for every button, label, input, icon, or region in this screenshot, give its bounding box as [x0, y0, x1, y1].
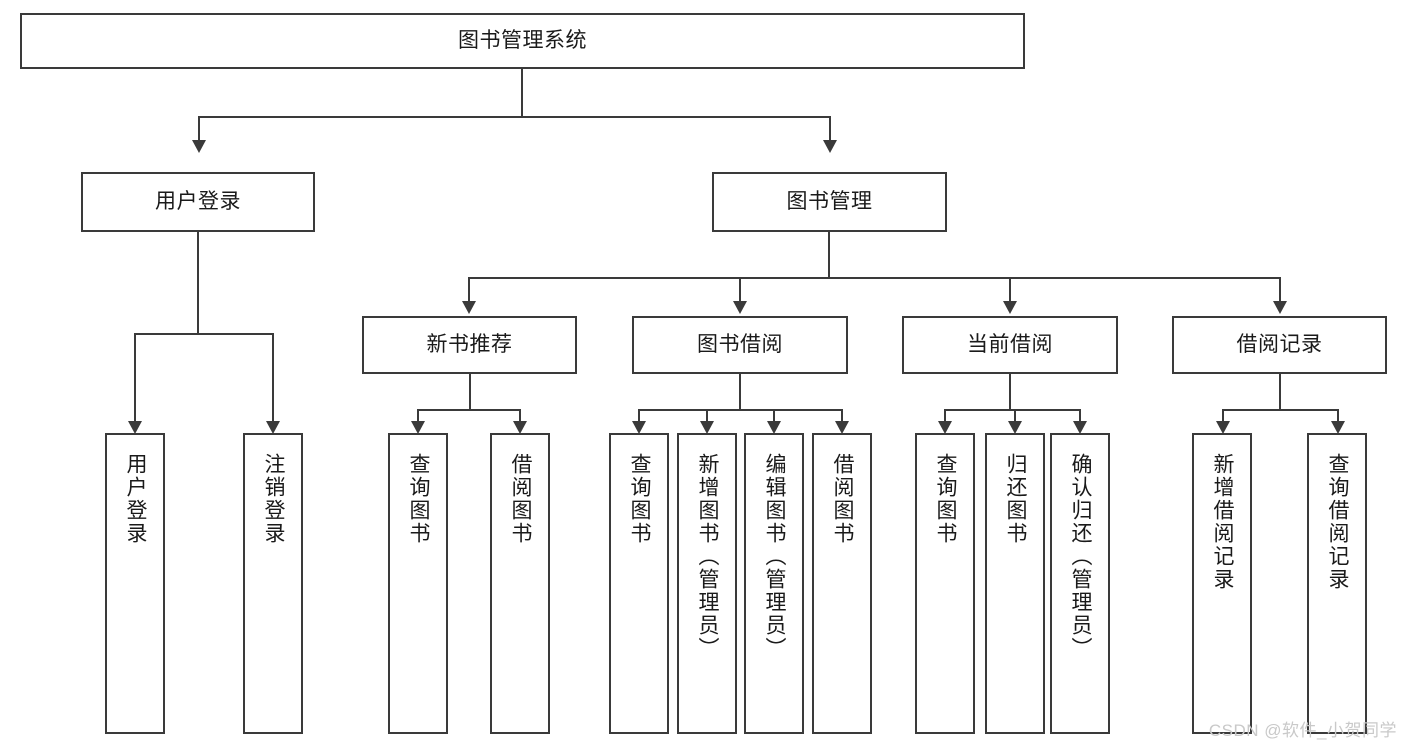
csdn-watermark: CSDN @软件_小贺同学 — [1208, 721, 1397, 740]
arrowhead-borrow-leaf-1 — [632, 421, 646, 434]
leaf-record-add-borrow-record[interactable]: 新增借阅记录 — [1192, 433, 1252, 734]
node-label: 当前借阅 — [967, 332, 1053, 356]
arrowhead-recommend-leaf-2 — [513, 421, 527, 434]
arrowhead-l3-3 — [1003, 301, 1017, 314]
node-label: 借阅图书 — [831, 453, 855, 545]
connector-book-manage-stem — [828, 232, 830, 278]
node-label: 确认归还（管理员） — [1069, 453, 1093, 660]
leaf-recommend-query-book[interactable]: 查询图书 — [388, 433, 448, 734]
node-book-management[interactable]: 图书管理 — [712, 172, 947, 232]
node-book-borrow[interactable]: 图书借阅 — [632, 316, 848, 374]
connector-current-drop-3 — [1079, 409, 1081, 423]
connector-current-drop-2 — [1014, 409, 1016, 423]
connector-l3-drop-4 — [1279, 277, 1281, 303]
connector-borrow-bus — [638, 409, 842, 411]
node-label: 借阅图书 — [509, 453, 533, 545]
connector-current-stem — [1009, 374, 1011, 410]
leaf-borrow-query-book[interactable]: 查询图书 — [609, 433, 669, 734]
arrowhead-to-book-manage — [823, 140, 837, 153]
connector-user-login-drop-2 — [272, 333, 274, 423]
arrowhead-recommend-leaf-1 — [411, 421, 425, 434]
connector-recommend-bus — [417, 409, 521, 411]
connector-current-drop-1 — [944, 409, 946, 423]
connector-recommend-stem — [469, 374, 471, 410]
connector-record-drop-1 — [1222, 409, 1224, 423]
arrowhead-borrow-leaf-4 — [835, 421, 849, 434]
node-label: 图书管理 — [786, 189, 873, 213]
node-label: 新增图书（管理员） — [696, 453, 720, 660]
node-label: 查询借阅记录 — [1326, 453, 1350, 591]
connector-l3-drop-1 — [468, 277, 470, 303]
connector-borrow-drop-2 — [706, 409, 708, 423]
connector-user-login-stem — [197, 232, 199, 334]
arrowhead-user-login-leaf-2 — [266, 421, 280, 434]
leaf-user-login[interactable]: 用户登录 — [105, 433, 165, 734]
connector-root-drop-right — [829, 116, 831, 142]
arrowhead-record-leaf-1 — [1216, 421, 1230, 434]
node-current-borrow[interactable]: 当前借阅 — [902, 316, 1118, 374]
node-label: 图书借阅 — [697, 332, 783, 356]
connector-record-bus — [1222, 409, 1339, 411]
arrowhead-current-leaf-3 — [1073, 421, 1087, 434]
arrowhead-borrow-leaf-2 — [700, 421, 714, 434]
connector-borrow-stem — [739, 374, 741, 410]
connector-root-drop-left — [198, 116, 200, 142]
arrowhead-current-leaf-1 — [938, 421, 952, 434]
leaf-current-confirm-return-admin[interactable]: 确认归还（管理员） — [1050, 433, 1110, 734]
connector-borrow-drop-3 — [773, 409, 775, 423]
connector-root-bus — [198, 116, 831, 118]
connector-recommend-drop-2 — [519, 409, 521, 423]
connector-user-login-drop-1 — [134, 333, 136, 423]
node-label: 查询图书 — [934, 453, 958, 545]
node-label: 借阅记录 — [1236, 332, 1323, 356]
leaf-borrow-edit-book-admin[interactable]: 编辑图书（管理员） — [744, 433, 804, 734]
leaf-logout[interactable]: 注销登录 — [243, 433, 303, 734]
node-label: 查询图书 — [407, 453, 431, 545]
arrowhead-borrow-leaf-3 — [767, 421, 781, 434]
connector-l3-drop-2 — [739, 277, 741, 303]
connector-record-stem — [1279, 374, 1281, 410]
arrowhead-user-login-leaf-1 — [128, 421, 142, 434]
node-new-book-recommend[interactable]: 新书推荐 — [362, 316, 577, 374]
connector-l3-drop-3 — [1009, 277, 1011, 303]
leaf-record-query-borrow-record[interactable]: 查询借阅记录 — [1307, 433, 1367, 734]
connector-borrow-drop-4 — [841, 409, 843, 423]
node-label: 用户登录 — [124, 453, 148, 545]
node-label: 注销登录 — [262, 453, 286, 545]
connector-current-bus — [944, 409, 1080, 411]
arrowhead-l3-1 — [462, 301, 476, 314]
node-borrow-record[interactable]: 借阅记录 — [1172, 316, 1387, 374]
arrowhead-l3-2 — [733, 301, 747, 314]
node-label: 新增借阅记录 — [1211, 453, 1235, 591]
connector-recommend-drop-1 — [417, 409, 419, 423]
connector-root-stem — [521, 69, 523, 117]
leaf-recommend-borrow-book[interactable]: 借阅图书 — [490, 433, 550, 734]
node-label: 新书推荐 — [426, 332, 513, 356]
arrowhead-record-leaf-2 — [1331, 421, 1345, 434]
connector-record-drop-2 — [1337, 409, 1339, 423]
node-label: 编辑图书（管理员） — [763, 453, 787, 660]
leaf-borrow-add-book-admin[interactable]: 新增图书（管理员） — [677, 433, 737, 734]
node-root-library-system[interactable]: 图书管理系统 — [20, 13, 1025, 69]
leaf-current-return-book[interactable]: 归还图书 — [985, 433, 1045, 734]
connector-borrow-drop-1 — [638, 409, 640, 423]
arrowhead-current-leaf-2 — [1008, 421, 1022, 434]
node-label: 归还图书 — [1004, 453, 1028, 545]
connector-user-login-bus — [134, 333, 273, 335]
node-label: 查询图书 — [628, 453, 652, 545]
node-label: 用户登录 — [155, 189, 241, 213]
arrowhead-to-user-login — [192, 140, 206, 153]
connector-book-manage-bus — [468, 277, 1280, 279]
node-label: 图书管理系统 — [458, 28, 587, 52]
node-user-login[interactable]: 用户登录 — [81, 172, 315, 232]
arrowhead-l3-4 — [1273, 301, 1287, 314]
leaf-current-query-book[interactable]: 查询图书 — [915, 433, 975, 734]
leaf-borrow-borrow-book[interactable]: 借阅图书 — [812, 433, 872, 734]
